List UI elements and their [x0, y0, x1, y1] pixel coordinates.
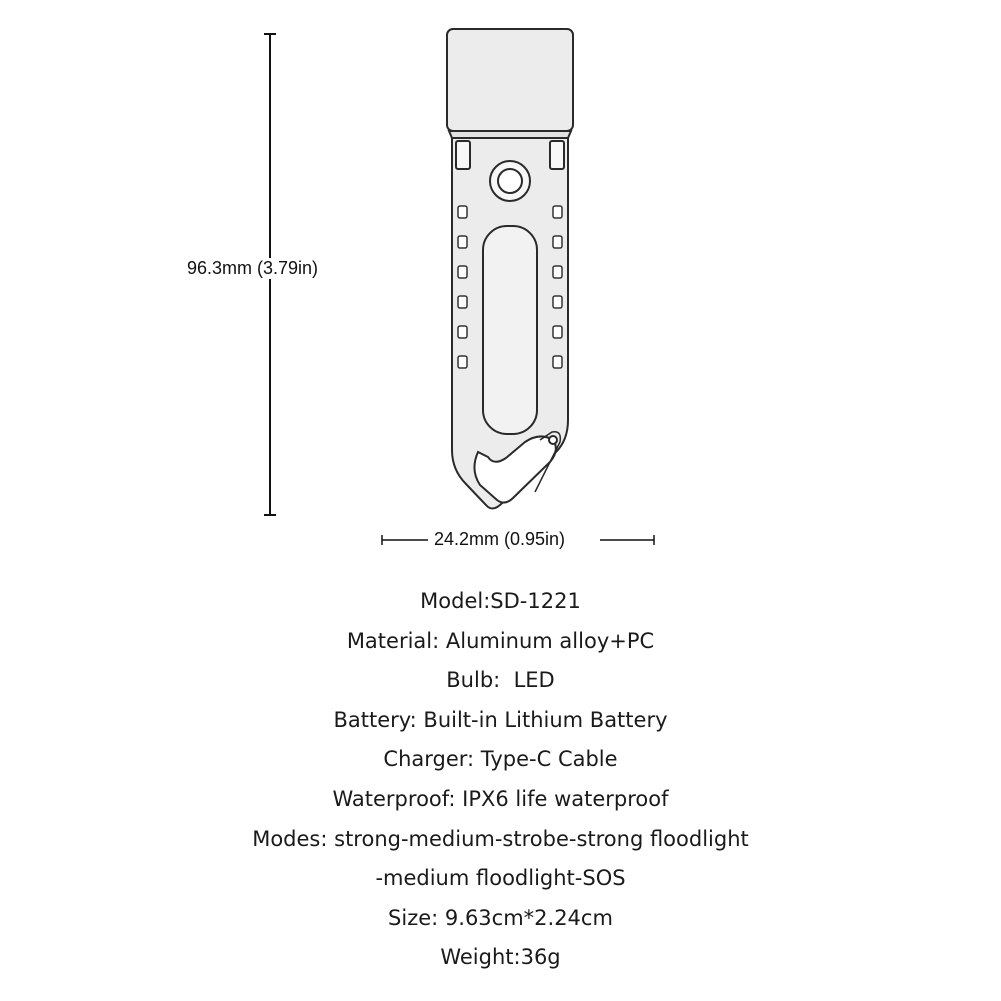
spec-material: Material: Aluminum alloy+PC	[346, 628, 655, 653]
width-dimension-label: 24.2mm (0.95in)	[434, 529, 566, 550]
spec-waterproof: Waterproof: IPX6 life waterproof	[332, 786, 669, 811]
spec-list: Model:SD-1221 Material: Aluminum alloy+P…	[0, 582, 1001, 978]
spec-model: Model:SD-1221	[420, 589, 581, 613]
product-drawing: 96.3mm (3.79in) 24.2mm (0.95in)	[187, 28, 655, 550]
spec-modes-continued: -medium floodlight-SOS	[375, 866, 626, 891]
width-dimension-line	[381, 535, 655, 545]
spec-bulb: Bulb: LED	[446, 668, 555, 693]
height-dimension-label: 96.3mm (3.79in)	[187, 258, 319, 279]
spec-battery: Battery: Built-in Lithium Battery	[333, 707, 668, 732]
flashlight-diagram	[264, 28, 655, 545]
flashlight-collar	[447, 130, 573, 139]
flashlight-illustration	[446, 28, 574, 510]
spec-charger: Charger: Type-C Cable	[383, 747, 618, 772]
grip-notches-left	[457, 205, 468, 369]
spec-modes: Modes: strong-medium-strobe-strong flood…	[252, 826, 749, 851]
flashlight-head	[446, 28, 574, 132]
spec-weight: Weight:36g	[440, 945, 561, 970]
grip-notches-right	[552, 205, 563, 369]
body-panel	[482, 225, 538, 435]
spec-size: Size: 9.63cm*2.24cm	[388, 905, 613, 930]
